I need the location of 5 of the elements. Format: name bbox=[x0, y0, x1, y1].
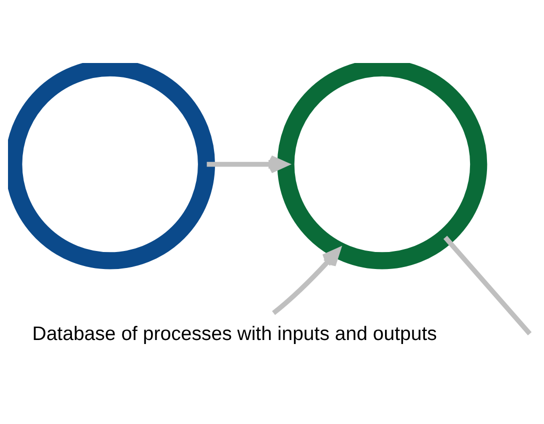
arrow bbox=[206, 154, 288, 173]
connector bbox=[443, 235, 532, 335]
arrow bbox=[272, 247, 341, 314]
node-circle bbox=[8, 62, 216, 269]
node-text: Database of processes with inputs and outputs bbox=[32, 322, 437, 344]
